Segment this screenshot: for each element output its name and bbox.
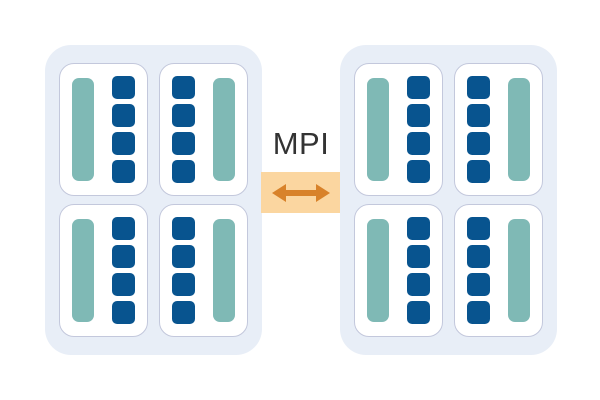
socket-left-0: [59, 63, 148, 196]
core: [407, 245, 430, 268]
core: [172, 104, 195, 127]
memory-bar: [72, 78, 94, 181]
core: [112, 104, 135, 127]
core: [112, 160, 135, 183]
core-column: [467, 217, 490, 324]
core: [172, 132, 195, 155]
core: [467, 76, 490, 99]
core-column: [172, 76, 195, 183]
compute-node-left: [45, 45, 262, 355]
compute-node-right: [340, 45, 557, 355]
memory-bar: [213, 219, 235, 322]
core-column: [112, 217, 135, 324]
memory-bar: [508, 78, 530, 181]
core: [467, 245, 490, 268]
core: [467, 132, 490, 155]
core: [407, 76, 430, 99]
socket-right-0: [354, 63, 443, 196]
core: [172, 160, 195, 183]
core: [467, 160, 490, 183]
memory-bar: [213, 78, 235, 181]
mpi-label: MPI: [272, 126, 330, 161]
core: [467, 217, 490, 240]
core: [467, 301, 490, 324]
mpi-link-box: [261, 172, 341, 213]
core: [112, 132, 135, 155]
core-column: [407, 76, 430, 183]
core: [407, 217, 430, 240]
socket-left-3: [159, 204, 248, 337]
socket-right-2: [354, 204, 443, 337]
core: [172, 245, 195, 268]
core: [172, 301, 195, 324]
core: [172, 76, 195, 99]
memory-bar: [72, 219, 94, 322]
core-column: [112, 76, 135, 183]
core-column: [407, 217, 430, 324]
core: [407, 160, 430, 183]
core: [407, 273, 430, 296]
memory-bar: [508, 219, 530, 322]
core: [467, 273, 490, 296]
core: [172, 217, 195, 240]
core-column: [467, 76, 490, 183]
core: [467, 104, 490, 127]
core: [407, 104, 430, 127]
socket-right-3: [454, 204, 543, 337]
core: [172, 273, 195, 296]
core-column: [172, 217, 195, 324]
core: [112, 273, 135, 296]
memory-bar: [367, 219, 389, 322]
memory-bar: [367, 78, 389, 181]
socket-right-1: [454, 63, 543, 196]
core: [112, 245, 135, 268]
core: [112, 76, 135, 99]
socket-left-2: [59, 204, 148, 337]
core: [407, 132, 430, 155]
core: [112, 217, 135, 240]
socket-left-1: [159, 63, 248, 196]
double-headed-horizontal-arrow-icon: [270, 181, 332, 205]
core: [112, 301, 135, 324]
core: [407, 301, 430, 324]
mpi-interconnect: MPI: [261, 128, 341, 213]
